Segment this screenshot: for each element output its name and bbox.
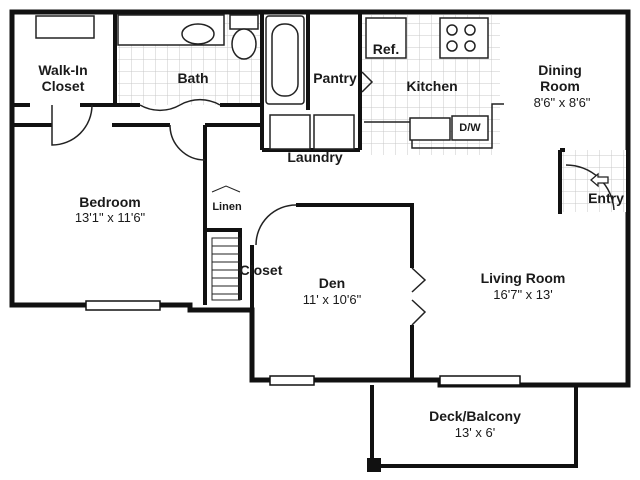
closet-shelves <box>211 185 241 301</box>
room-dims-dining-room: 8'6" x 8'6" <box>533 95 591 110</box>
room-label-deck-balcony: Deck/Balcony <box>429 408 521 424</box>
room-label-dining-room: Dining Room <box>538 62 582 94</box>
room-label-bedroom: Bedroom <box>79 194 141 210</box>
room-label-closet: Closet <box>239 262 283 278</box>
stove <box>439 17 489 59</box>
bathtub <box>265 15 305 105</box>
bathtub-inner <box>271 23 299 97</box>
toilet-bowl <box>231 28 257 60</box>
toilet-tank <box>229 14 259 30</box>
dishwasher <box>451 115 489 141</box>
room-label-laundry: Laundry <box>287 149 343 165</box>
room-label-entry: Entry <box>588 190 624 206</box>
washer <box>269 114 311 150</box>
label-dishwasher: D/W <box>459 122 481 134</box>
kitchen-counter <box>364 103 504 149</box>
room-label-den: Den <box>318 275 346 291</box>
refrigerator <box>365 17 407 59</box>
deck-post <box>367 458 381 472</box>
deck-outline <box>370 385 578 468</box>
room-label-bath: Bath <box>177 70 209 86</box>
room-label-walk-in-closet: Walk-In Closet <box>38 62 88 94</box>
walk-in-closet-shelf <box>35 15 95 39</box>
room-dims-deck-balcony: 13' x 6' <box>454 425 496 440</box>
room-label-refrigerator: Ref. <box>372 41 400 57</box>
room-dims-den: 11' x 10'6" <box>302 292 362 307</box>
bath-sink <box>181 23 215 45</box>
interior-walls <box>12 12 565 380</box>
room-dims-living-room: 16'7" x 13' <box>493 287 553 302</box>
arrow-left-outline-icon <box>590 172 609 188</box>
room-label-living-room: Living Room <box>480 270 566 286</box>
windows <box>85 300 521 386</box>
kitchen-sink <box>409 117 451 141</box>
room-label-kitchen: Kitchen <box>406 78 458 94</box>
dryer <box>313 114 355 150</box>
room-label-linen: Linen <box>212 201 242 213</box>
room-dims-bedroom: 13'1" x 11'6" <box>74 210 146 225</box>
room-label-pantry: Pantry <box>313 70 357 86</box>
